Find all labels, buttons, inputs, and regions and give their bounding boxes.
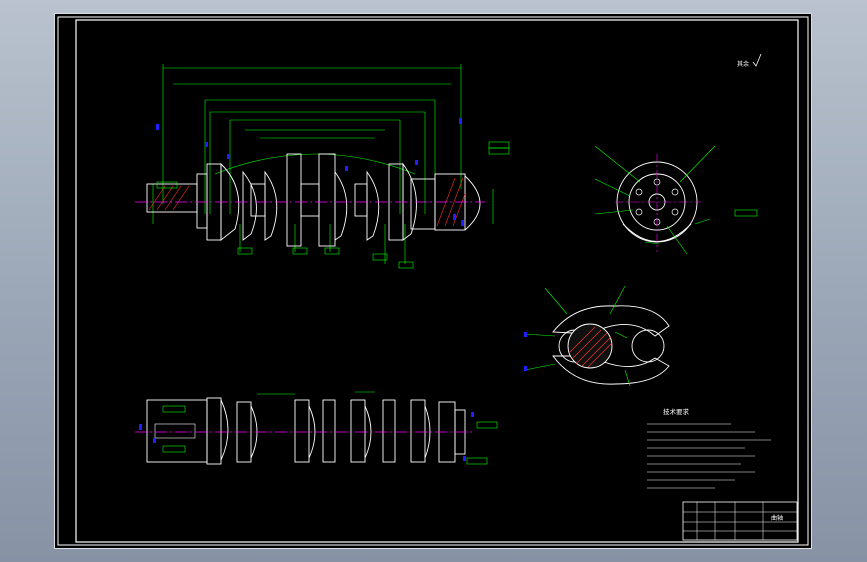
bottom-markers: [139, 412, 474, 461]
main-dimensions: [152, 64, 494, 264]
roughness-note-text: 其余: [737, 60, 749, 68]
cad-viewport[interactable]: 其余: [55, 14, 811, 548]
section-view: [524, 285, 670, 387]
tech-req-title: 技术要求: [663, 407, 690, 416]
side-view-leaders: [594, 145, 758, 255]
cad-drawing: 其余: [57, 16, 809, 546]
bottom-crankshaft-body: [146, 397, 466, 465]
section-leaders: [524, 285, 631, 387]
section-journal: [567, 323, 613, 369]
title-block-grid: [683, 502, 797, 540]
title-block-part-name: 曲轴: [771, 514, 783, 522]
crankshaft-body: [146, 153, 481, 247]
main-annotation-markers: [156, 118, 464, 226]
section-markers: [524, 332, 527, 371]
inner-border: [75, 19, 799, 543]
main-datum-boxes: [156, 141, 510, 269]
bottom-labels: [162, 391, 498, 465]
roughness-note: 其余: [737, 53, 762, 68]
main-view: [135, 64, 510, 269]
section-journal-hatch: [568, 326, 613, 368]
side-view-centerlines: [615, 154, 701, 252]
title-block: 曲轴: [682, 501, 798, 541]
outer-border: [57, 16, 809, 546]
side-view: [594, 145, 758, 255]
technical-requirements: 技术要求: [647, 407, 771, 489]
bottom-view: [135, 391, 498, 465]
bottom-keyway: [154, 423, 196, 439]
tech-req-lines: [647, 423, 771, 489]
bolt-holes: [635, 178, 679, 226]
roughness-symbol-icon: [752, 53, 762, 67]
